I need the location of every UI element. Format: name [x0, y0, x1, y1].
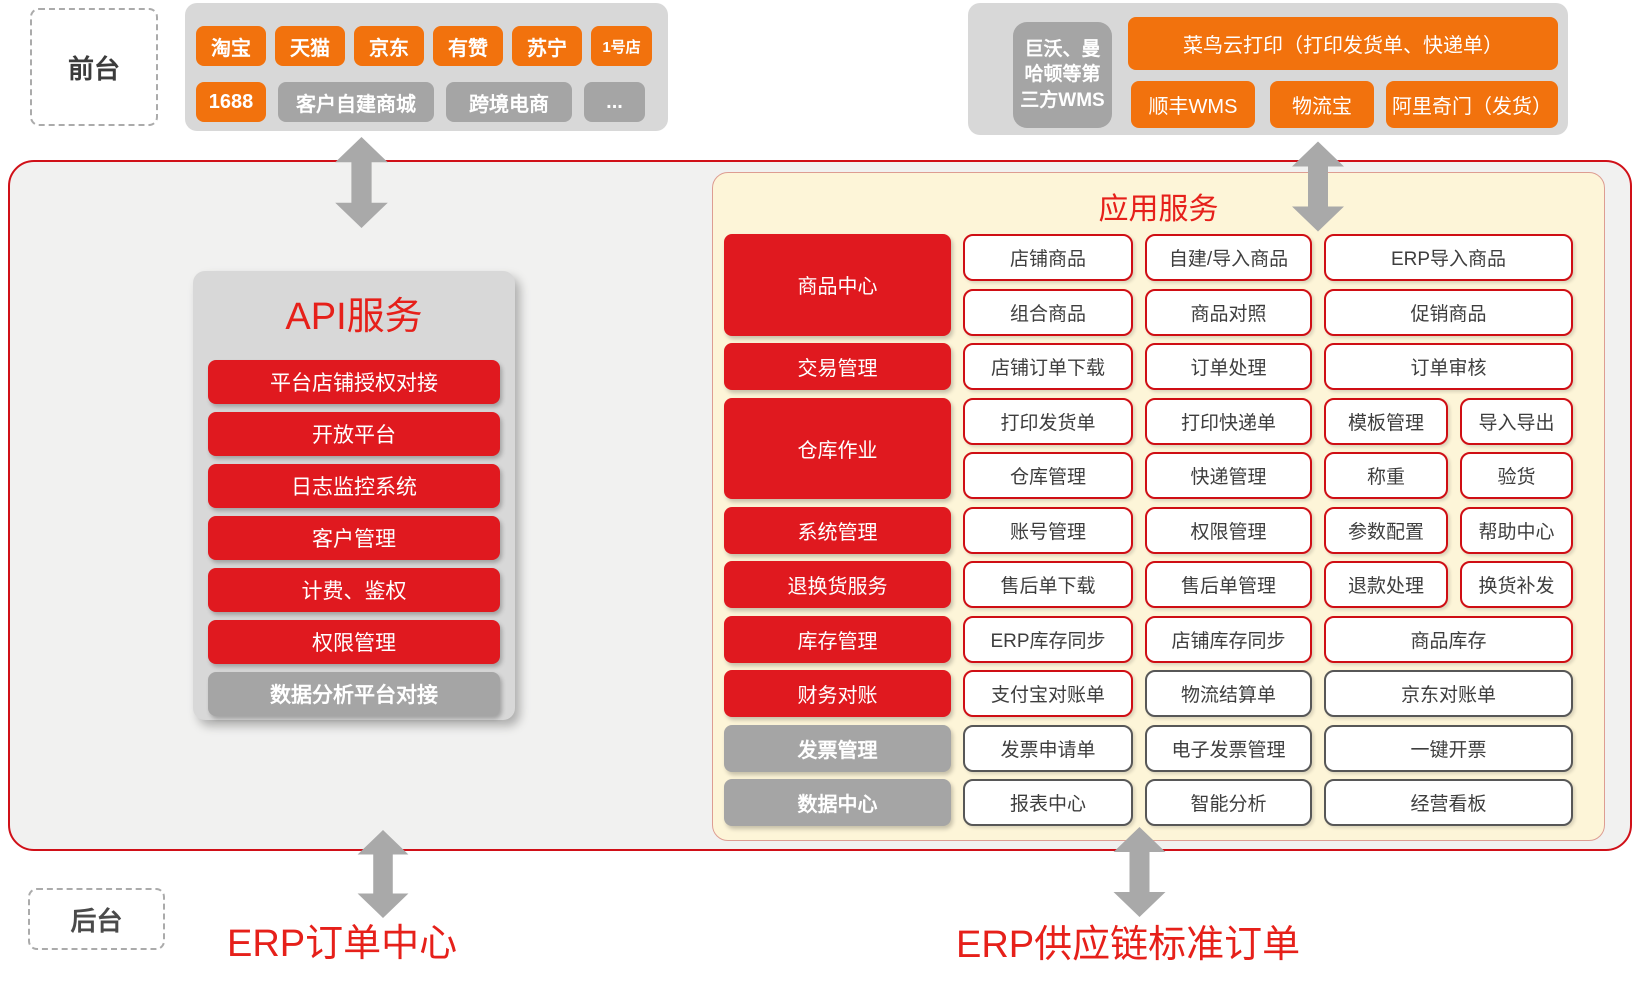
channel-1688: 1688: [196, 82, 266, 122]
channel-more-ellipsis: ...: [584, 82, 645, 122]
erp-order-center-text: ERP订单中心: [227, 923, 458, 965]
erp-order-center-arrow: [357, 830, 409, 918]
api-item-data-analysis-connect: 数据分析平台对接: [208, 672, 500, 716]
api-item-billing-auth: 计费、鉴权: [208, 568, 500, 612]
feature-cell: 订单处理: [1145, 343, 1312, 390]
api-item-open-platform: 开放平台: [208, 412, 500, 456]
feature-cell: 支付宝对账单: [963, 670, 1133, 717]
channel-panel: 淘宝 天猫 京东 有赞 苏宁 1号店 1688 客户自建商城 跨境电商 ...: [185, 3, 668, 131]
api-item-log-monitor: 日志监控系统: [208, 464, 500, 508]
feature-cell: 称重: [1324, 452, 1448, 499]
feature-cell: ERP导入商品: [1324, 234, 1573, 281]
feature-cell: 自建/导入商品: [1145, 234, 1312, 281]
channel-row-2: 1688 客户自建商城 跨境电商 ...: [196, 82, 657, 122]
frontend-backstage-arrow: [335, 137, 388, 228]
feature-cell: 帮助中心: [1460, 506, 1573, 554]
feature-cell: 店铺商品: [963, 234, 1133, 281]
module-label-data-center: 数据中心: [724, 779, 951, 826]
feature-cell: 账号管理: [963, 506, 1133, 554]
feature-cell: 模板管理: [1324, 397, 1448, 445]
feature-cell: 打印快递单: [1145, 397, 1312, 445]
feature-cell: 导入导出: [1460, 397, 1573, 445]
feature-cell: 退款处理: [1324, 561, 1448, 608]
feature-cell: 售后单管理: [1145, 561, 1312, 608]
api-service-list: 平台店铺授权对接 开放平台 日志监控系统 客户管理 计费、鉴权 权限管理 数据分…: [208, 360, 500, 716]
feature-cell: 促销商品: [1324, 288, 1573, 336]
module-label-trade-mgmt: 交易管理: [724, 343, 951, 390]
api-item-customer-mgmt: 客户管理: [208, 516, 500, 560]
feature-cell: 报表中心: [963, 779, 1133, 826]
channel-jd: 京东: [354, 26, 424, 66]
feature-cell: ERP库存同步: [963, 615, 1133, 663]
front-stage-label: 前台: [67, 53, 120, 84]
feature-cell: 订单审核: [1324, 343, 1573, 390]
feature-cell: 参数配置: [1324, 506, 1448, 554]
feature-cell: 组合商品: [963, 288, 1133, 336]
feature-cell: 一键开票: [1324, 724, 1573, 772]
channel-self-built-mall: 客户自建商城: [278, 82, 434, 122]
feature-cell: 售后单下载: [963, 561, 1133, 608]
third-party-wms-button: 巨沃、曼哈顿等第三方WMS: [1013, 22, 1112, 128]
api-service-title: API服务: [285, 296, 423, 338]
erp-supply-chain-arrow: [1113, 827, 1166, 917]
sf-wms-button: 顺丰WMS: [1131, 81, 1255, 128]
erp-supply-chain-text: ERP供应链标准订单: [956, 924, 1301, 966]
app-service-grid: 商品中心 店铺商品 自建/导入商品 ERP导入商品 组合商品 商品对照 促销商品…: [724, 234, 1573, 826]
module-label-return-service: 退换货服务: [724, 561, 951, 608]
channel-youzan: 有赞: [433, 26, 503, 66]
module-label-finance-reconcile: 财务对账: [724, 670, 951, 717]
back-stage-box: 后台: [28, 888, 165, 950]
feature-cell: 电子发票管理: [1145, 724, 1312, 772]
feature-cell: 店铺库存同步: [1145, 615, 1312, 663]
module-label-system-mgmt: 系统管理: [724, 506, 951, 554]
feature-cell: 验货: [1460, 452, 1573, 499]
feature-cell: 仓库管理: [963, 452, 1133, 499]
front-stage-box: 前台: [30, 8, 158, 126]
feature-cell: 京东对账单: [1324, 670, 1573, 717]
api-item-permission-mgmt: 权限管理: [208, 620, 500, 664]
feature-cell: 权限管理: [1145, 506, 1312, 554]
channel-row-1: 淘宝 天猫 京东 有赞 苏宁 1号店: [196, 26, 657, 66]
feature-cell: 换货补发: [1460, 561, 1573, 608]
module-label-inventory-mgmt: 库存管理: [724, 615, 951, 663]
feature-cell: 店铺订单下载: [963, 343, 1133, 390]
feature-cell: 快递管理: [1145, 452, 1312, 499]
channel-taobao: 淘宝: [196, 26, 266, 66]
ali-qimen-button: 阿里奇门（发货）: [1386, 81, 1558, 128]
module-label-product-center: 商品中心: [724, 234, 951, 336]
back-stage-label: 后台: [70, 905, 123, 936]
app-service-title: 应用服务: [1098, 193, 1219, 226]
api-item-platform-shop-auth: 平台店铺授权对接: [208, 360, 500, 404]
channel-tmall: 天猫: [275, 26, 345, 66]
feature-cell: 商品对照: [1145, 288, 1312, 336]
feature-cell: 智能分析: [1145, 779, 1312, 826]
module-label-invoice-mgmt: 发票管理: [724, 724, 951, 772]
feature-cell: 商品库存: [1324, 615, 1573, 663]
wms-appservice-arrow: [1292, 141, 1344, 232]
module-label-warehouse-ops: 仓库作业: [724, 397, 951, 499]
api-service-box: API服务 平台店铺授权对接 开放平台 日志监控系统 客户管理 计费、鉴权 权限…: [193, 271, 515, 720]
channel-cross-border: 跨境电商: [446, 82, 572, 122]
channel-suning: 苏宁: [512, 26, 582, 66]
app-service-panel: 应用服务 商品中心 店铺商品 自建/导入商品 ERP导入商品 组合商品 商品对照…: [712, 172, 1605, 841]
feature-cell: 打印发货单: [963, 397, 1133, 445]
wms-panel: 巨沃、曼哈顿等第三方WMS 菜鸟云打印（打印发货单、快递单） 顺丰WMS 物流宝…: [968, 3, 1568, 135]
feature-cell: 经营看板: [1324, 779, 1573, 826]
feature-cell: 发票申请单: [963, 724, 1133, 772]
wuliubao-button: 物流宝: [1270, 81, 1374, 128]
cainiao-cloud-print-button: 菜鸟云打印（打印发货单、快递单）: [1128, 17, 1558, 70]
channel-yhd: 1号店: [591, 26, 652, 66]
feature-cell: 物流结算单: [1145, 670, 1312, 717]
